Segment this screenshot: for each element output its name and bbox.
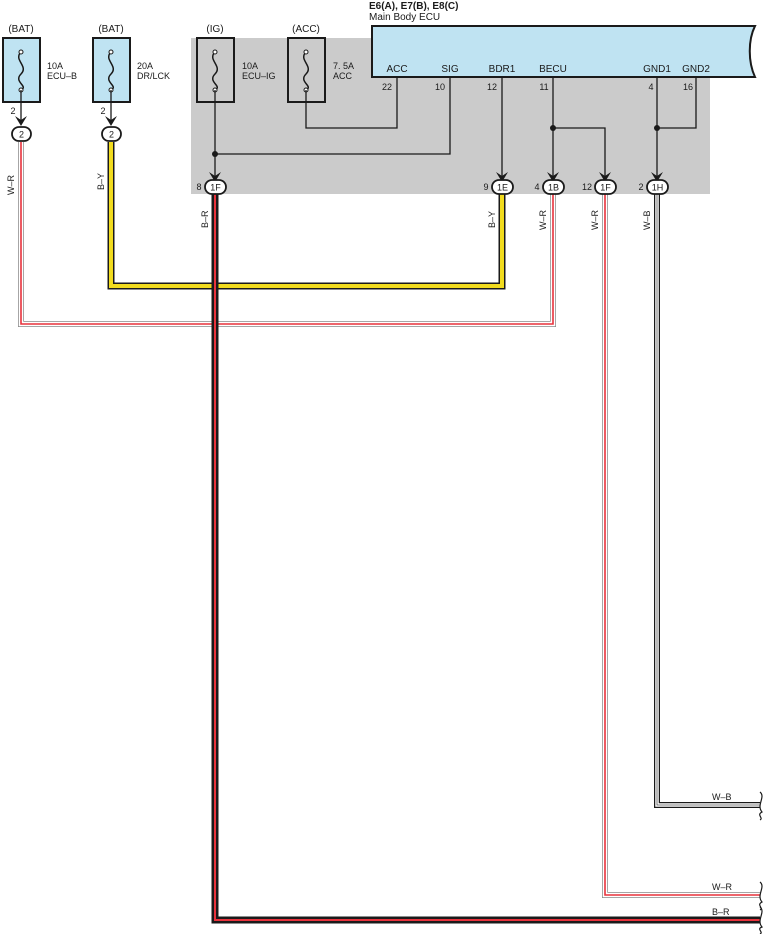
fuse-source-label: (ACC) <box>292 24 320 35</box>
fuse-terminal <box>108 49 114 55</box>
ecu-pin-number: 10 <box>435 82 445 92</box>
wire-label-b-y: B–Y <box>487 211 497 228</box>
wire-label-w-b: W–B <box>712 792 732 802</box>
connector-oval <box>11 126 32 142</box>
ecu-name-label: Main Body ECU <box>369 12 440 23</box>
wire-w-r-1f <box>602 194 760 898</box>
junction-connector-id: 1E <box>497 183 508 193</box>
fuse-name: ACC <box>333 71 353 81</box>
wire-label-w-r: W–R <box>590 210 600 231</box>
fuse-name: ECU–IG <box>242 71 276 81</box>
fuse-name: DR/LCK <box>137 71 170 81</box>
ecu-pin-number: 11 <box>539 82 548 92</box>
jc-pin-number: 8 <box>196 182 201 192</box>
junction-connector-id: 1F <box>600 183 611 193</box>
jc-pin-number: 9 <box>483 182 488 192</box>
junction-connector-oval <box>491 179 514 195</box>
jc-pin-number: 4 <box>534 182 539 192</box>
fuse-terminal <box>18 49 24 55</box>
fuse-terminal <box>212 49 218 55</box>
fuse-icon <box>212 51 218 91</box>
wire-label-b-r: B–R <box>200 210 210 228</box>
wire-label-w-r: W–R <box>712 882 733 892</box>
wire-label-b-r: B–R <box>712 907 730 917</box>
ecu-connectors-label: E6(A), E7(B), E8(C) <box>369 1 458 12</box>
ecu-pin-gnd2-label: GND2 <box>682 64 710 75</box>
fuse-rating: 10A <box>242 61 258 71</box>
connector-id: 2 <box>19 130 24 140</box>
fuse-rating: 7. 5A <box>333 61 354 71</box>
fuse-terminal <box>303 49 309 55</box>
ecu-pin-acc-label: ACC <box>386 64 407 75</box>
arrow-heads <box>15 116 663 182</box>
jc-pin-number: 12 <box>582 182 592 192</box>
ecu-pin-gnd1-label: GND1 <box>643 64 671 75</box>
fuse-icon <box>303 51 309 91</box>
ecu-pin-bdr1-label: BDR1 <box>489 64 516 75</box>
ecu-pin-sig-label: SIG <box>441 64 458 75</box>
junction-connector-oval <box>542 179 565 195</box>
fuse-icon <box>18 51 24 91</box>
junction-dots <box>212 125 660 157</box>
fuse-rating: 10A <box>47 61 63 71</box>
wire-w-r-ecu-b <box>18 142 556 327</box>
junction-connector-id: 1F <box>210 183 221 193</box>
fuse-rating: 20A <box>137 61 153 71</box>
ecu-pin-becu-label: BECU <box>539 64 567 75</box>
main-body-ecu-box <box>371 25 757 78</box>
wire-label-w-r: W–R <box>538 210 548 231</box>
junction-connector-oval <box>646 179 669 195</box>
fuse-pin-number: 2 <box>100 106 105 116</box>
fuse-source-label: (IG) <box>206 24 223 35</box>
wire-b-y-dr-lck <box>107 142 506 290</box>
wire-label-w-b: W–B <box>642 210 652 230</box>
junction-connector-oval <box>204 179 227 195</box>
fuse-source-label: (BAT) <box>8 24 33 35</box>
ecu-pin-number: 22 <box>382 82 392 92</box>
wire-break-markers <box>759 791 764 934</box>
junction-connector-id: 1B <box>548 183 559 193</box>
ecu-pin-number: 12 <box>487 82 497 92</box>
fuse-source-label: (BAT) <box>98 24 123 35</box>
junction-connector-oval <box>594 179 617 195</box>
wire-b-r <box>211 194 760 924</box>
fuse-name: ECU–B <box>47 71 77 81</box>
wire-label-b-y: B–Y <box>96 173 106 190</box>
jc-pin-number: 2 <box>638 182 643 192</box>
ecu-pin-number: 4 <box>648 82 653 92</box>
connector-oval <box>101 126 122 142</box>
wire-label-w-r: W–R <box>6 175 16 196</box>
connector-id: 2 <box>109 130 114 140</box>
wire-w-b <box>654 194 760 808</box>
junction-connector-id: 1H <box>652 183 664 193</box>
ecu-pin-number: 16 <box>683 82 693 92</box>
fuse-icon <box>108 51 114 91</box>
fuse-pin-number: 2 <box>10 106 15 116</box>
